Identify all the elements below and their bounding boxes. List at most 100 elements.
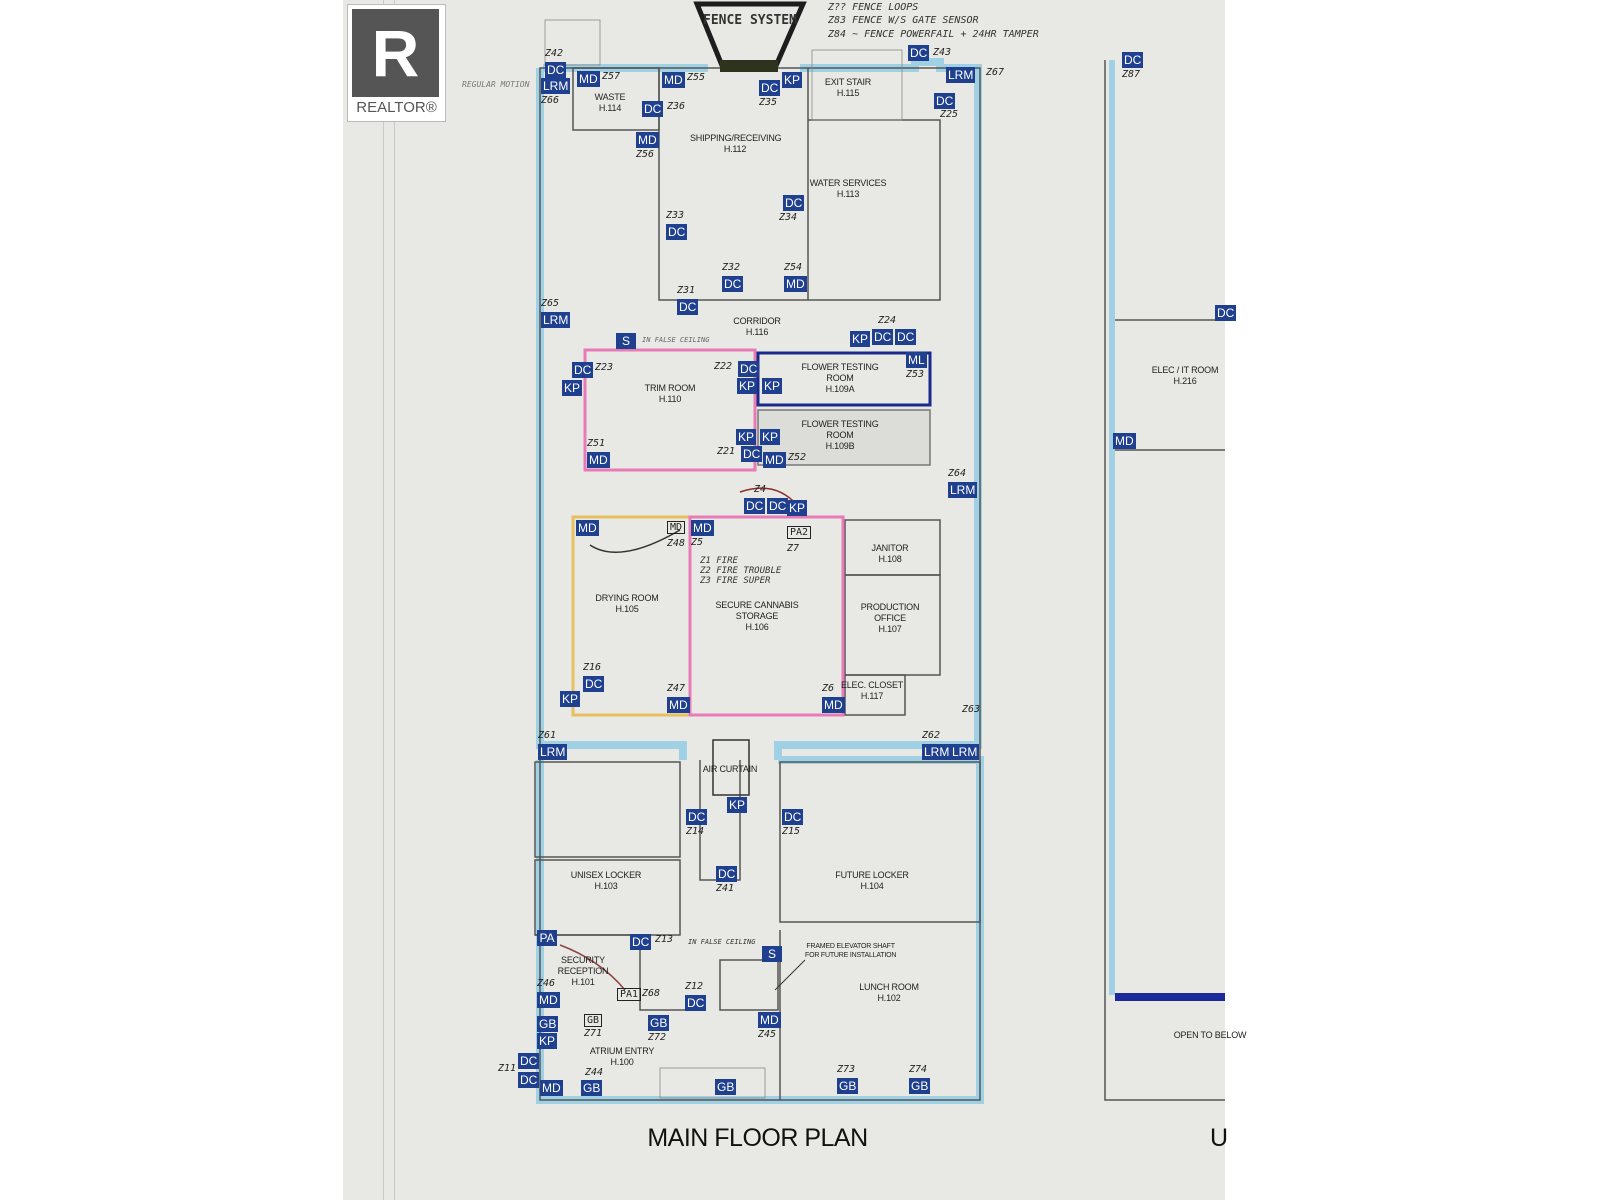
zone-label: Z51 — [587, 438, 606, 449]
device-badge: MD — [1113, 433, 1136, 449]
zone-label: Z31 — [677, 285, 696, 296]
room-code: H.115 — [836, 88, 860, 98]
zone-label: Z42 — [545, 48, 564, 59]
device-badge: DC — [872, 329, 894, 345]
device-badge: DC — [767, 498, 789, 514]
zone-label: Z6 — [822, 683, 835, 694]
plan-title: MAIN FLOOR PLAN — [647, 1124, 868, 1152]
fire-zones-note: Z1 FIRE Z2 FIRE TROUBLE Z3 FIRE SUPER — [700, 556, 782, 586]
device-badge: LRM — [948, 482, 978, 498]
device-badge: DC — [518, 1053, 540, 1069]
device-badge: DC — [677, 299, 699, 315]
zone-label: Z45 — [758, 1029, 777, 1040]
device-badge: KP — [760, 429, 781, 445]
room-code: H.112 — [723, 144, 747, 154]
device-badge: LRM — [950, 744, 980, 760]
room-name: WATER SERVICES — [809, 178, 887, 188]
device-badge: LRM — [538, 744, 568, 760]
device-badge: GB — [537, 1016, 559, 1032]
zone-label: Z16 — [583, 662, 602, 673]
zone-label: Z66 — [541, 95, 560, 106]
device-badge: MD — [587, 452, 610, 468]
device-badge: DC — [630, 934, 652, 950]
zone-label: Z14 — [686, 826, 705, 837]
device-badge: MD — [540, 1080, 563, 1096]
device-badge: KP — [560, 691, 581, 707]
room-name: SHIPPING/RECEIVING — [690, 133, 782, 143]
room-name: UNISEX LOCKER — [570, 870, 642, 880]
device-badge: DC — [783, 195, 805, 211]
device-badge: DC — [583, 676, 605, 692]
device-badge: GB — [715, 1079, 737, 1095]
room-code: H.104 — [860, 881, 884, 891]
room-code: H.117 — [860, 691, 884, 701]
zone-label: Z32 — [722, 262, 741, 273]
device-badge: DC — [934, 93, 956, 109]
device-badge: DC — [685, 995, 707, 1011]
room-label: OPEN TO BELOW — [1165, 1030, 1255, 1041]
zone-label: Z13 — [655, 934, 674, 945]
zone-label: Z87 — [1122, 69, 1141, 80]
room-code: H.109A — [825, 384, 855, 394]
device-badge: GB — [837, 1078, 859, 1094]
zone-label: Z34 — [779, 212, 798, 223]
device-badge: MD — [822, 697, 845, 713]
handdrawn-device-box: PA2 — [787, 526, 812, 539]
zone-label: Z21 — [717, 446, 736, 457]
room-code: H.113 — [836, 189, 860, 199]
fence-note: Z?? FENCE LOOPS — [828, 2, 919, 13]
device-badge: KP — [727, 797, 748, 813]
zone-label: Z11 — [498, 1063, 517, 1074]
device-badge: KP — [737, 378, 758, 394]
device-badge: DC — [895, 329, 917, 345]
zone-label: Z63 — [962, 704, 981, 715]
air-curtain-box — [712, 739, 750, 796]
false-ceiling-note: IN FALSE CEILING — [642, 336, 710, 344]
zone-label: Z48 — [667, 538, 686, 549]
paper-margin-line — [383, 0, 395, 1200]
handdrawn-device-box: GB — [584, 1014, 603, 1027]
room-code: H.107 — [878, 624, 902, 634]
stairs-hatching — [544, 19, 903, 1099]
plan-title-right: U — [1210, 1124, 1229, 1152]
right-plan-bar — [1115, 993, 1225, 1001]
room-code: H.216 — [1173, 376, 1197, 386]
false-ceiling-note: IN FALSE CEILING — [688, 938, 756, 946]
zone-label: Z44 — [585, 1067, 604, 1078]
device-badge: KP — [562, 380, 583, 396]
room-code: H.109B — [825, 441, 855, 451]
room-code: H.101 — [571, 977, 595, 987]
device-badge: MD — [537, 992, 560, 1008]
device-badge: S — [762, 946, 782, 962]
room-name: OPEN TO BELOW — [1173, 1030, 1247, 1040]
room-code: H.102 — [877, 993, 901, 1003]
room-code: H.114 — [598, 103, 622, 113]
handdrawn-device-box: PA1 — [617, 988, 642, 1001]
room-code: H.116 — [745, 327, 769, 337]
zone-label: Z74 — [909, 1064, 928, 1075]
zone-label: Z65 — [541, 298, 560, 309]
realtor-logo-word: REALTOR® — [356, 99, 437, 116]
realtor-logo-mark: R — [352, 9, 439, 97]
room-name: CORRIDOR — [733, 316, 781, 326]
zone-label: Z7 — [787, 543, 800, 554]
room-name: FLOWER TESTING ROOM — [801, 362, 879, 383]
device-badge: KP — [537, 1033, 558, 1049]
arrow — [559, 944, 626, 991]
zone-label: Z25 — [940, 109, 959, 120]
device-badge: MD — [577, 71, 600, 87]
device-badge: MD — [636, 132, 659, 148]
